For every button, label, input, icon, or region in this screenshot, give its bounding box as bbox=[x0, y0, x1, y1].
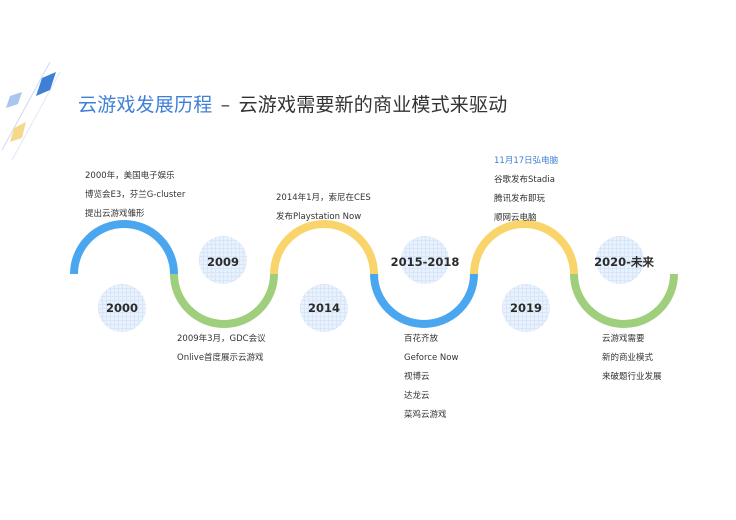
wave-segment-1 bbox=[70, 220, 178, 275]
title-main: 云游戏发展历程 bbox=[78, 94, 213, 116]
note-line: 新的商业模式 bbox=[602, 353, 654, 363]
year-circle-2020 bbox=[596, 236, 644, 284]
note-line: 发布Playstation Now bbox=[276, 212, 362, 222]
note-line: 菜鸡云游戏 bbox=[404, 410, 447, 420]
note-line: 腾讯发布即玩 bbox=[494, 194, 546, 204]
note-2019: 11月17日弘电脑 谷歌发布Stadia 腾讯发布即玩 顺网云电脑 bbox=[494, 152, 558, 228]
note-line: 来破题行业发展 bbox=[602, 372, 662, 382]
year-circle-2009 bbox=[199, 236, 247, 284]
note-2000: 2000年，美国电子娱乐 博览会E3，芬兰G-cluster 提出云游戏雏形 bbox=[85, 167, 185, 224]
wave-segment-2 bbox=[170, 273, 278, 328]
year-circle-2014 bbox=[300, 284, 348, 332]
title-subtitle: 云游戏需要新的商业模式来驱动 bbox=[238, 94, 508, 116]
note-line: 11月17日弘电脑 bbox=[494, 156, 559, 166]
note-line: 谷歌发布Stadia bbox=[494, 175, 555, 185]
note-line: 视博云 bbox=[404, 372, 430, 382]
note-line: 云游戏需要 bbox=[602, 334, 645, 344]
note-line: Geforce Now bbox=[404, 353, 459, 363]
wave-segment-4 bbox=[370, 273, 478, 328]
note-line: 2014年1月，索尼在CES bbox=[276, 193, 371, 203]
note-2014: 2014年1月，索尼在CES 发布Playstation Now bbox=[276, 189, 371, 227]
year-circle-2015-2018 bbox=[401, 236, 449, 284]
note-line: Onlive首度展示云游戏 bbox=[177, 353, 264, 363]
year-label-2015-2018: 2015-2018 bbox=[390, 255, 460, 269]
year-label-2019: 2019 bbox=[509, 301, 543, 315]
note-line: 顺网云电脑 bbox=[494, 213, 537, 223]
year-circle-2019 bbox=[502, 284, 550, 332]
note-line: 2009年3月，GDC会议 bbox=[177, 334, 266, 344]
note-2015-2018: 百花齐放 Geforce Now 视博云 达龙云 菜鸡云游戏 bbox=[404, 330, 458, 425]
note-line: 达龙云 bbox=[404, 391, 430, 401]
corner-decoration bbox=[1, 61, 61, 161]
note-2020-future: 云游戏需要 新的商业模式 来破题行业发展 bbox=[602, 330, 662, 387]
wave-segment-6 bbox=[570, 273, 678, 328]
note-line: 提出云游戏雏形 bbox=[85, 209, 145, 219]
note-line: 2000年，美国电子娱乐 bbox=[85, 171, 175, 181]
wave-segment-5 bbox=[470, 220, 578, 275]
page-title: 云游戏发展历程 – 云游戏需要新的商业模式来驱动 bbox=[78, 92, 507, 118]
title-separator: – bbox=[220, 94, 231, 116]
year-circle-2000 bbox=[98, 284, 146, 332]
note-2009: 2009年3月，GDC会议 Onlive首度展示云游戏 bbox=[177, 330, 266, 368]
year-label-2009: 2009 bbox=[206, 255, 240, 269]
year-label-2014: 2014 bbox=[307, 301, 341, 315]
wave-segment-3 bbox=[270, 220, 378, 275]
year-label-2000: 2000 bbox=[105, 301, 139, 315]
note-line: 博览会E3，芬兰G-cluster bbox=[85, 190, 186, 200]
year-label-2020: 2020-未来 bbox=[594, 255, 654, 269]
note-line: 百花齐放 bbox=[404, 334, 439, 344]
